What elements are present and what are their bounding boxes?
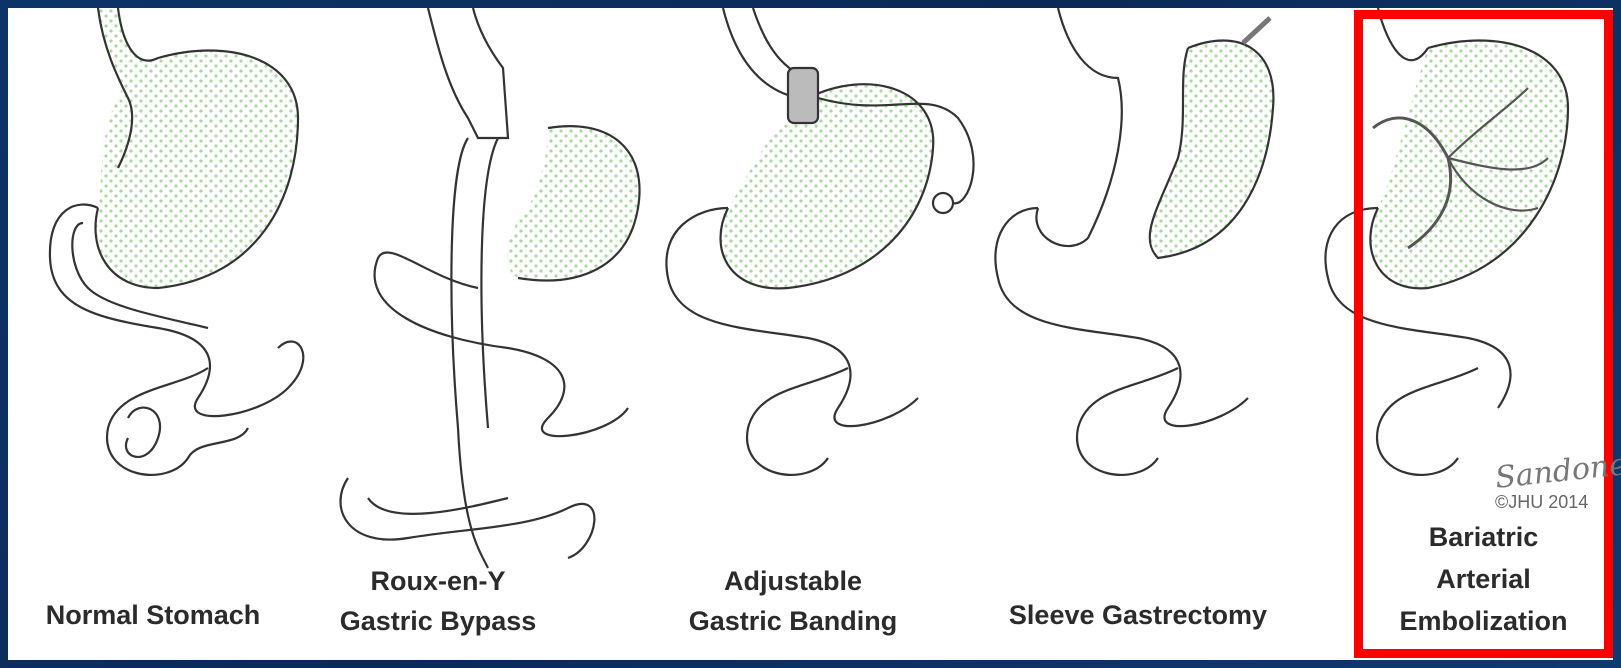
diagram-canvas: Normal Stomach Roux-en-Y Gastric Bypass … bbox=[8, 8, 1613, 660]
label-normal-stomach: Normal Stomach bbox=[8, 598, 298, 632]
panel-gastric-banding: Adjustable Gastric Banding bbox=[658, 8, 928, 660]
panel-normal-stomach: Normal Stomach bbox=[8, 8, 298, 660]
panel-arterial-embolization: Bariatric Arterial Embolization bbox=[1356, 8, 1611, 660]
panel-roux-en-y: Roux-en-Y Gastric Bypass bbox=[303, 8, 573, 660]
panel-sleeve-gastrectomy: Sleeve Gastrectomy bbox=[973, 8, 1303, 660]
label-banding-line2: Gastric Banding bbox=[658, 604, 928, 638]
label-roux-en-y-line2: Gastric Bypass bbox=[303, 604, 573, 638]
label-embolization-line1: Bariatric bbox=[1356, 520, 1611, 554]
label-banding-line1: Adjustable bbox=[658, 564, 928, 598]
label-sleeve: Sleeve Gastrectomy bbox=[973, 598, 1303, 632]
copyright-text: ©JHU 2014 bbox=[1495, 492, 1588, 513]
label-embolization-line3: Embolization bbox=[1356, 604, 1611, 638]
label-embolization-line2: Arterial bbox=[1356, 562, 1611, 596]
label-roux-en-y-line1: Roux-en-Y bbox=[303, 564, 573, 598]
